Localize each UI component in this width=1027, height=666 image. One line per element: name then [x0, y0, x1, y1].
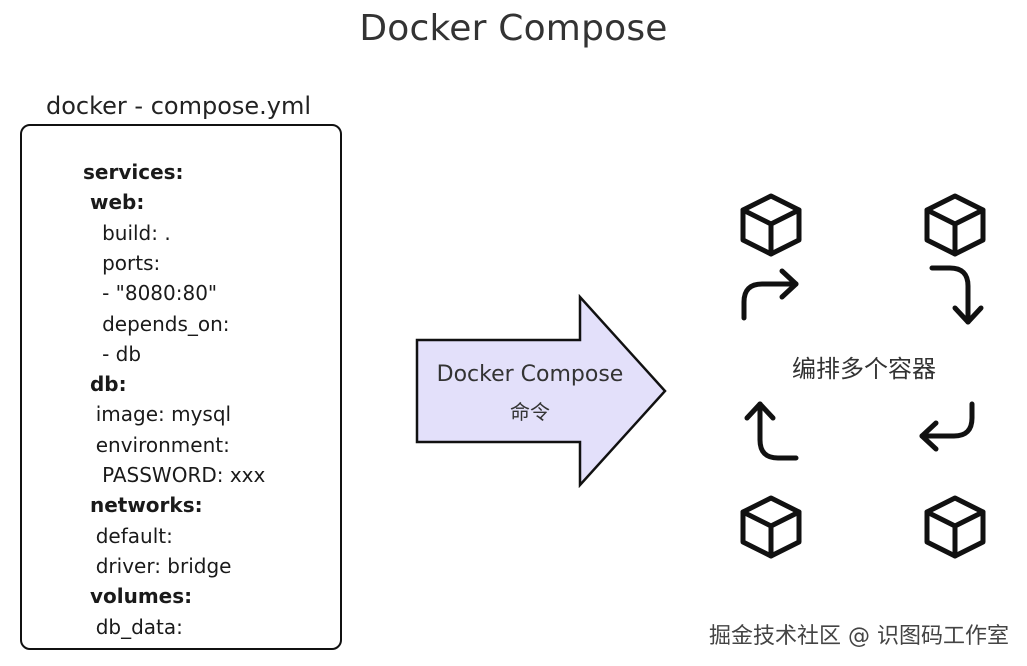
turn-arrow-up-right-icon [741, 268, 799, 321]
container-cube-icon [924, 193, 986, 257]
code-line: image: mysql [83, 402, 232, 427]
code-line: driver: bridge [83, 553, 232, 578]
code-line: - db [83, 341, 142, 366]
orchestration-label: 编排多个容器 [792, 355, 936, 383]
diagram-title: Docker Compose [359, 8, 668, 49]
turn-arrow-right-down-icon [929, 265, 984, 325]
code-line: db: [83, 372, 127, 397]
code-line: default: [83, 523, 173, 548]
command-sublabel: 命令 [510, 400, 550, 424]
turn-arrow-left-up-icon [744, 401, 799, 461]
code-line: ports: [83, 250, 161, 275]
code-line: volumes: [83, 584, 193, 609]
code-line: web: [83, 190, 145, 215]
command-arrow [415, 294, 667, 488]
turn-arrow-down-left-icon [919, 401, 975, 452]
command-label: Docker Compose [436, 362, 624, 387]
container-cube-icon [924, 495, 986, 559]
compose-file-box [20, 124, 342, 650]
code-line: - "8080:80" [83, 281, 218, 306]
code-line: networks: [83, 493, 203, 518]
container-cube-icon [740, 495, 802, 559]
code-line: PASSWORD: xxx [83, 463, 266, 487]
code-line: services: [83, 160, 184, 184]
code-line: build: . [83, 220, 171, 245]
code-line: db_data: [83, 614, 183, 639]
command-arrow-shape [415, 294, 667, 488]
code-line: depends_on: [83, 311, 230, 336]
compose-file-name: docker - compose.yml [46, 92, 312, 120]
code-line: environment: [83, 432, 230, 457]
container-cube-icon [740, 193, 802, 257]
watermark: 掘金技术社区 @ 识图码工作室 [709, 624, 1009, 649]
